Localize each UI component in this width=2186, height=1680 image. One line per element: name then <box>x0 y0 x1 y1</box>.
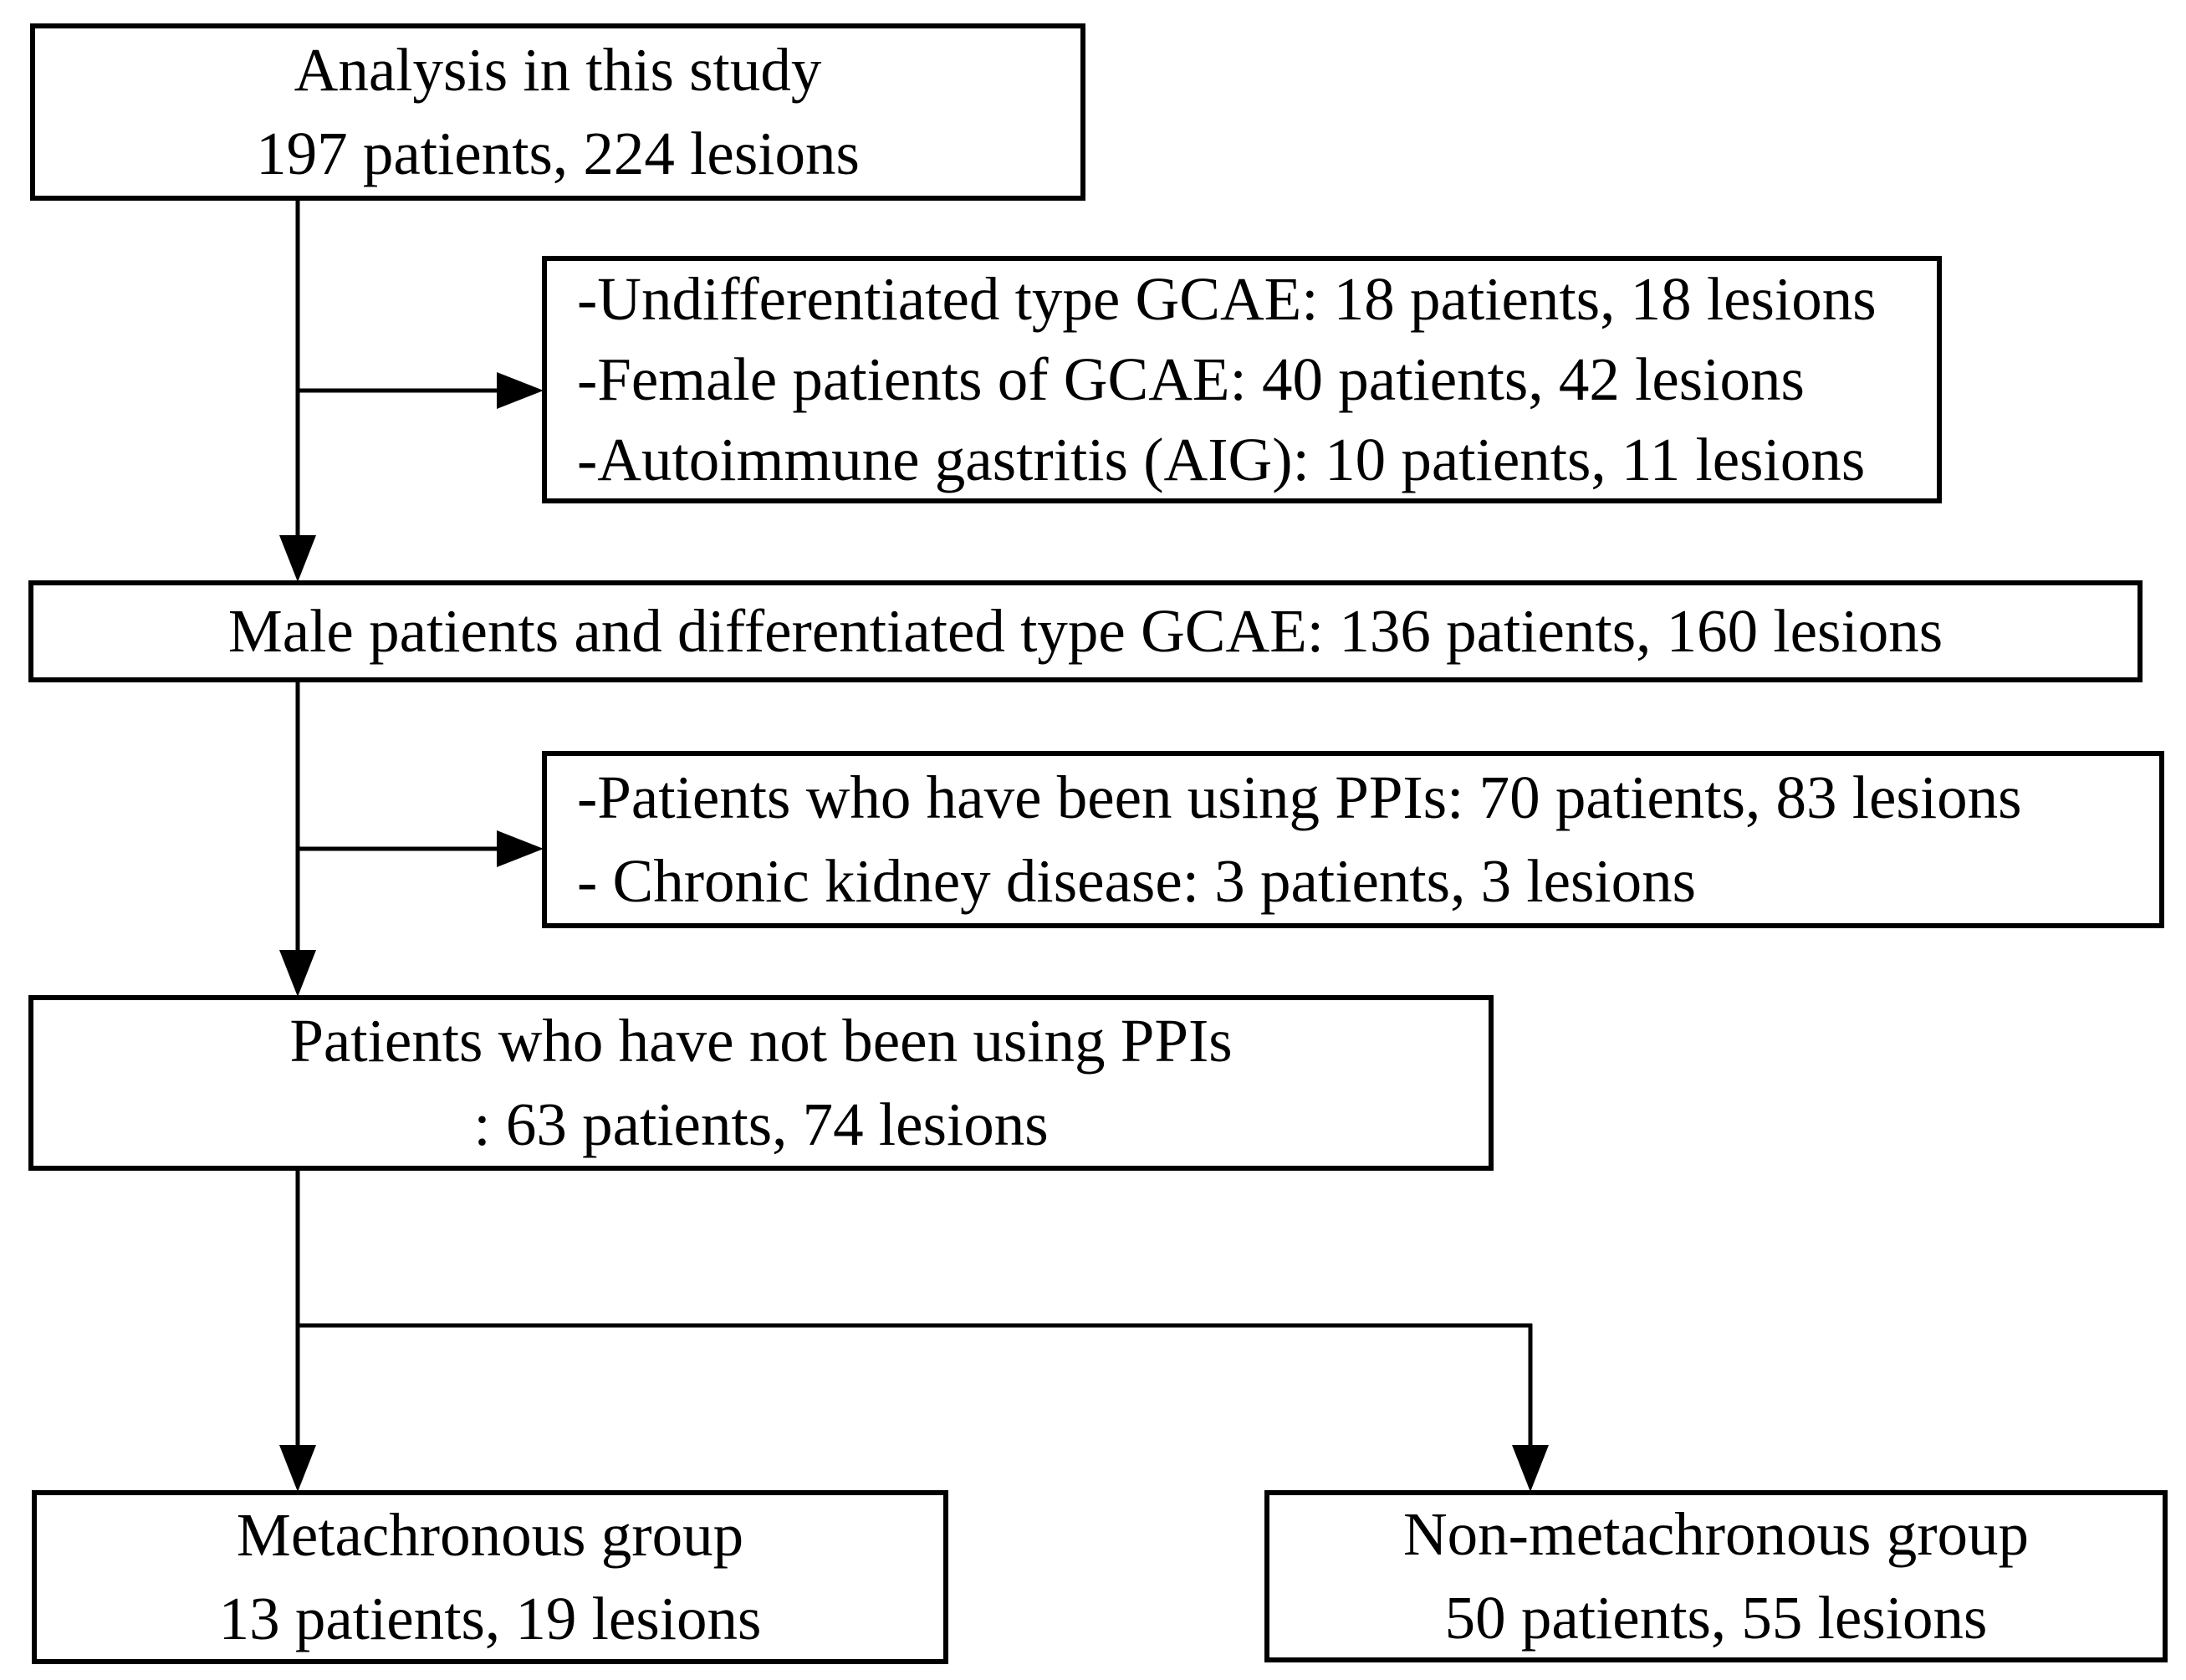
exclusion-item: -Patients who have been using PPIs: 70 p… <box>577 763 2022 831</box>
node-counts: : 63 patients, 74 lesions <box>473 1090 1049 1158</box>
arrowhead-into-exclusion-top <box>497 372 544 409</box>
node-title: Metachronous group <box>236 1501 744 1569</box>
node-exclusions-undifferentiated-female-aig: -Undifferentiated type GCAE: 18 patients… <box>542 256 1942 503</box>
arrowhead-into-male-box <box>279 535 316 582</box>
node-male-differentiated-gcae: Male patients and differentiated type GC… <box>28 580 2143 682</box>
node-non-metachronous-group: Non-metachronous group 50 patients, 55 l… <box>1264 1490 2168 1662</box>
node-title: Male patients and differentiated type GC… <box>227 597 1943 665</box>
node-exclusions-ppi-ckd: -Patients who have been using PPIs: 70 p… <box>542 751 2164 928</box>
node-analysis-in-this-study: Analysis in this study 197 patients, 224… <box>30 23 1085 201</box>
node-counts: 197 patients, 224 lesions <box>256 120 860 187</box>
arrowhead-into-noppi-box <box>279 950 316 997</box>
arrowhead-into-nonmetachronous <box>1512 1445 1549 1492</box>
node-title: Non-metachronous group <box>1402 1500 2030 1568</box>
node-title: Analysis in this study <box>294 36 822 104</box>
exclusion-item: -Autoimmune gastritis (AIG): 10 patients… <box>577 426 1866 493</box>
node-title: Patients who have not been using PPIs <box>289 1007 1233 1075</box>
exclusion-item: -Female patients of GCAE: 40 patients, 4… <box>577 345 1805 413</box>
exclusion-item: -Undifferentiated type GCAE: 18 patients… <box>577 265 1877 333</box>
node-not-using-ppis: Patients who have not been using PPIs : … <box>28 995 1494 1171</box>
arrowhead-into-exclusion-mid <box>497 830 544 867</box>
exclusion-item: - Chronic kidney disease: 3 patients, 3 … <box>577 847 1697 915</box>
arrowhead-into-metachronous <box>279 1445 316 1492</box>
node-counts: 50 patients, 55 lesions <box>1444 1584 1988 1652</box>
node-counts: 13 patients, 19 lesions <box>218 1585 762 1652</box>
node-metachronous-group: Metachronous group 13 patients, 19 lesio… <box>32 1490 948 1664</box>
